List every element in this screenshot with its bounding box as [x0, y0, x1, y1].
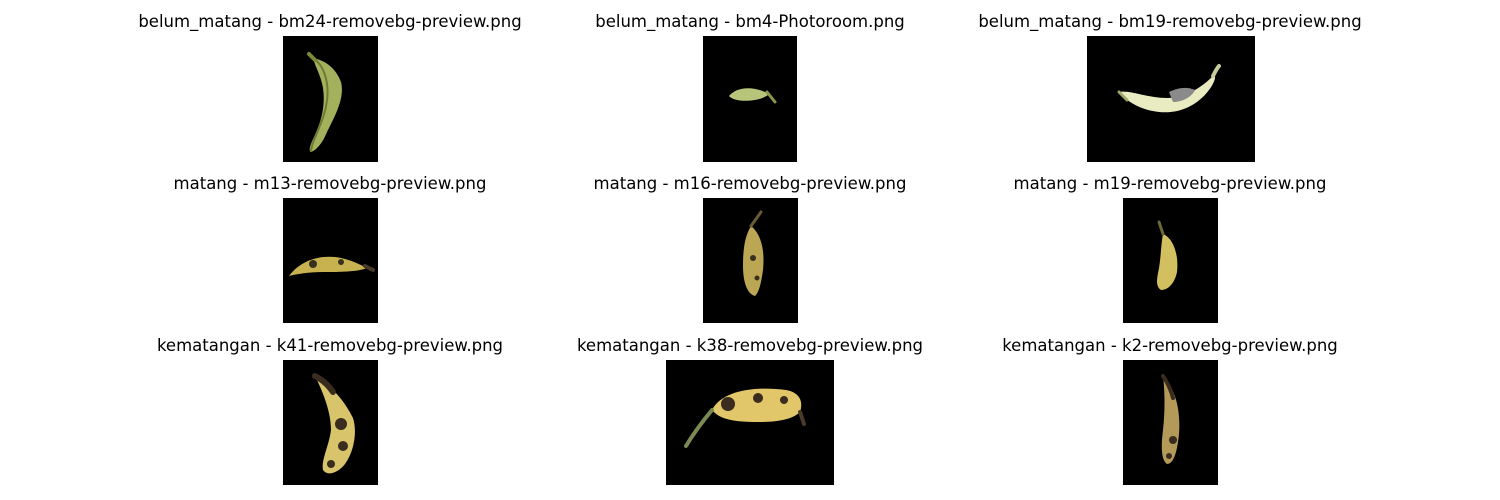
banana-k41-graphic	[312, 373, 355, 474]
banana-image	[283, 360, 378, 485]
banana-k38-graphic	[684, 388, 806, 448]
banana-image	[1087, 36, 1255, 162]
panel-title: belum_matang - bm4-Photoroom.png	[595, 12, 905, 31]
banana-bm24-graphic	[307, 52, 342, 153]
banana-image	[666, 360, 834, 485]
banana-bm19-graphic	[1117, 64, 1221, 113]
panel-title: kematangan - k38-removebg-preview.png	[576, 336, 924, 355]
panel-title: belum_matang - bm19-removebg-preview.png	[978, 12, 1362, 31]
banana-m13-graphic	[289, 256, 375, 276]
banana-image	[1123, 198, 1218, 323]
panel-title: kematangan - k41-removebg-preview.png	[156, 336, 504, 355]
banana-image	[283, 36, 378, 162]
banana-k2-graphic	[1161, 374, 1180, 464]
banana-image	[703, 36, 797, 162]
banana-bm4-graphic	[729, 88, 777, 104]
banana-image	[283, 198, 378, 323]
banana-image	[1123, 360, 1218, 485]
banana-image	[703, 198, 798, 323]
panel-title: kematangan - k2-removebg-preview.png	[1002, 336, 1338, 355]
panel-title: matang - m13-removebg-preview.png	[173, 174, 487, 193]
panel-title: matang - m16-removebg-preview.png	[593, 174, 907, 193]
panel-title: matang - m19-removebg-preview.png	[1013, 174, 1327, 193]
banana-m16-graphic	[743, 210, 764, 296]
banana-m19-graphic	[1157, 220, 1178, 290]
panel-title: belum_matang - bm24-removebg-preview.png	[138, 12, 522, 31]
